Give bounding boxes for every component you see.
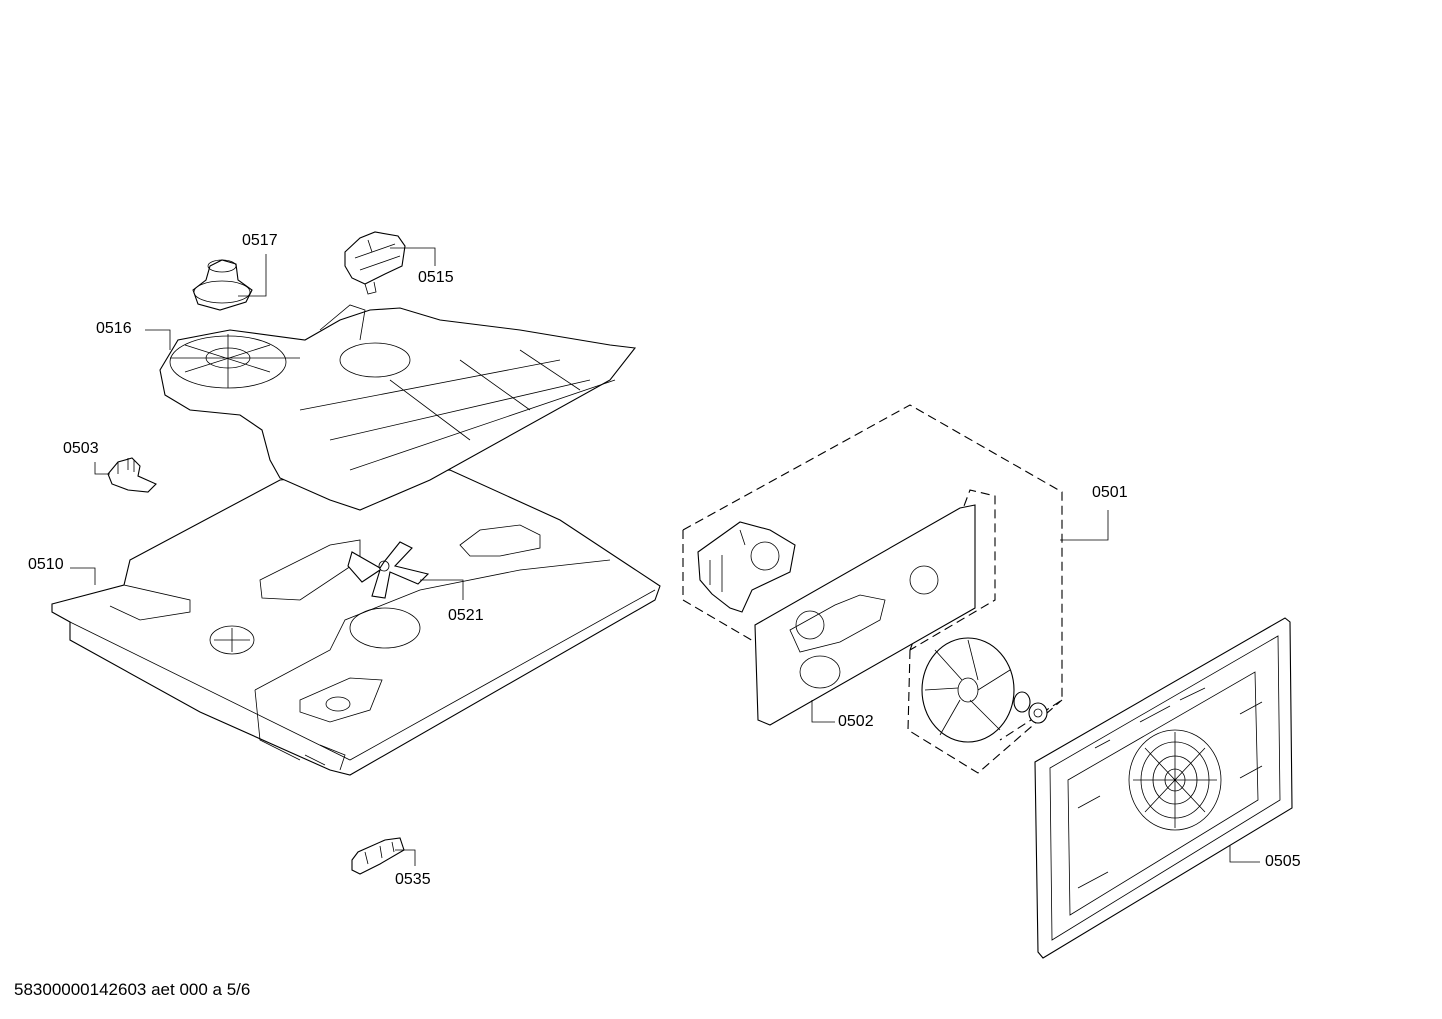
cavity-back-panel-0505 (1034, 617, 1293, 959)
part-label-0517: 0517 (242, 232, 278, 249)
part-label-0503: 0503 (63, 440, 99, 457)
part-label-0535: 0535 (395, 871, 431, 888)
back-plate-0502 (754, 489, 996, 726)
convection-motor-0501 (697, 521, 796, 613)
part-label-0510: 0510 (28, 556, 64, 573)
document-footer-code: 58300000142603 aet 000 a 5/6 (14, 980, 251, 999)
fan-blade-0521 (347, 541, 430, 599)
motor-0517 (192, 259, 253, 311)
leader-lines (70, 247, 1260, 866)
base-plate-0510 (51, 469, 661, 776)
fan-housing-0516 (159, 304, 637, 511)
part-label-0501: 0501 (1092, 484, 1128, 501)
part-label-0521: 0521 (448, 607, 484, 624)
switch-0503 (107, 457, 157, 493)
terminal-block-0535 (351, 837, 405, 875)
part-label-0505: 0505 (1265, 853, 1301, 870)
part-label-0515: 0515 (418, 269, 454, 286)
part-label-0502: 0502 (838, 713, 874, 730)
part-label-0516: 0516 (96, 320, 132, 337)
small-motor-0515 (344, 231, 406, 295)
convection-fan (907, 637, 1063, 774)
